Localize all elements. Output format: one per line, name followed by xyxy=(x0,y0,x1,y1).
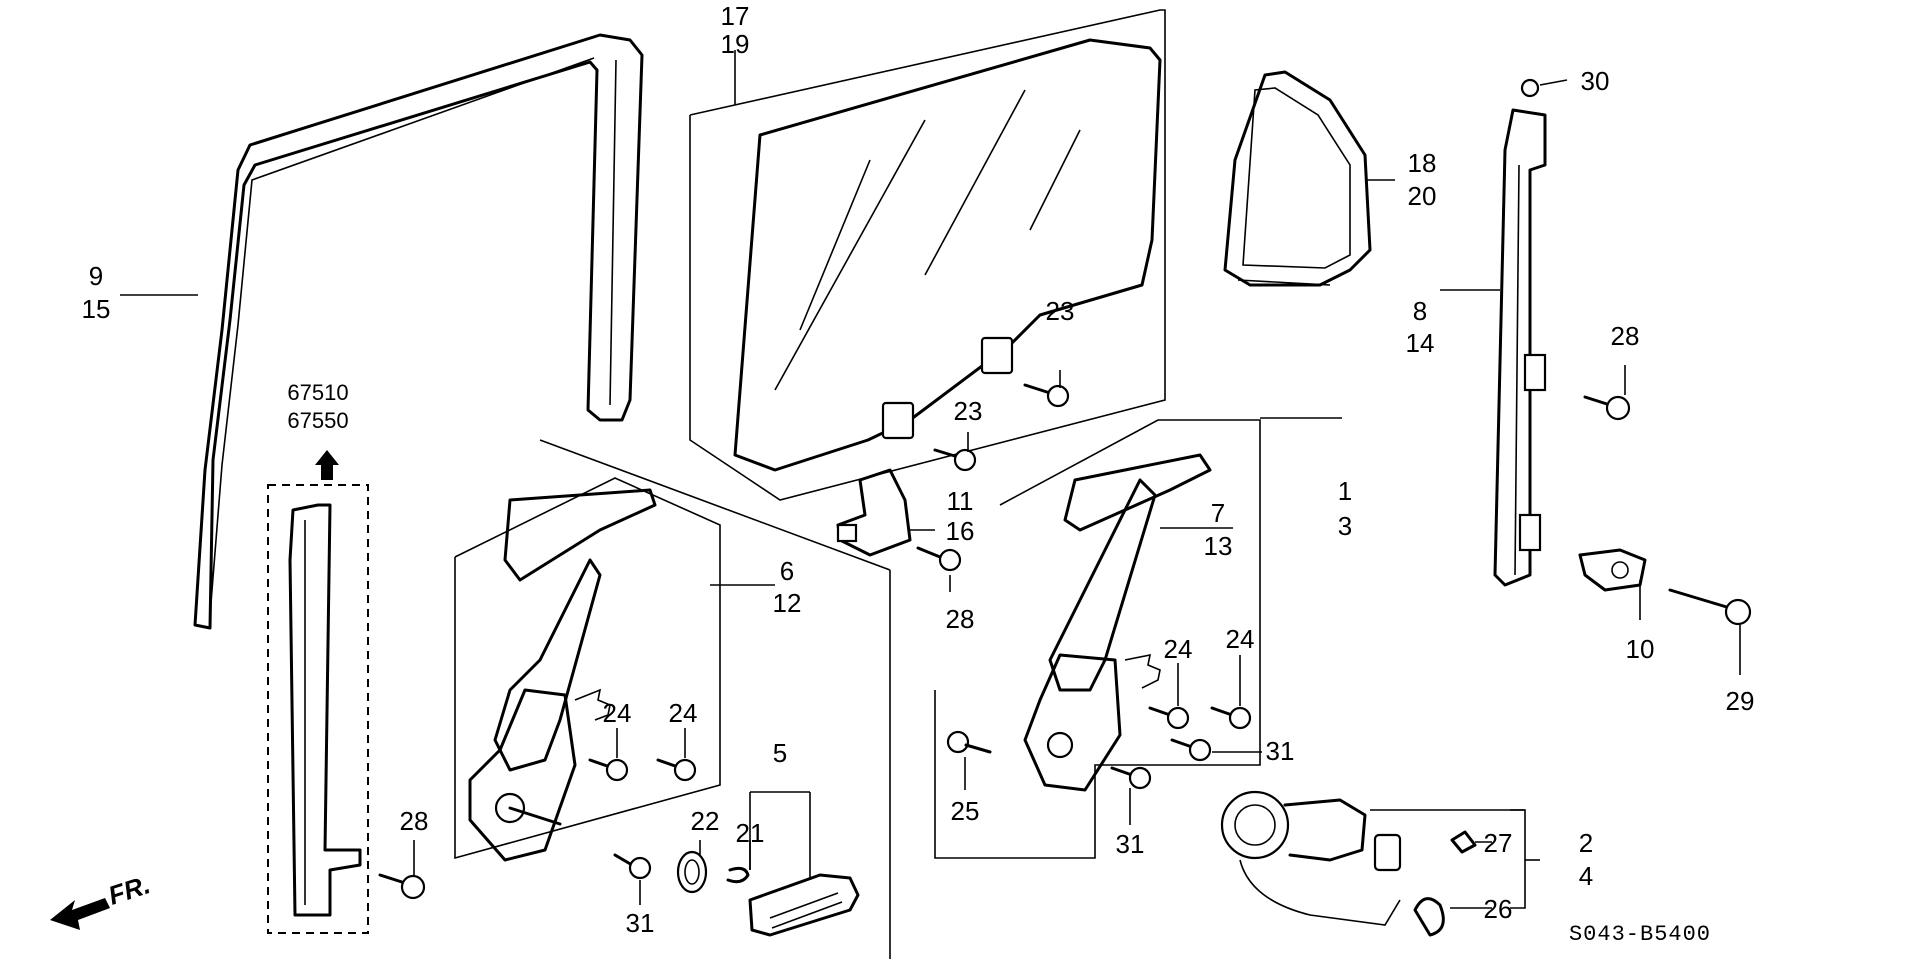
callout-27: 27 xyxy=(1484,828,1513,858)
bolt-29 xyxy=(1668,588,1752,626)
stop-bracket xyxy=(1578,548,1647,592)
callout-25: 25 xyxy=(951,796,980,826)
door-run-channel xyxy=(193,33,644,630)
callout-12: 12 xyxy=(773,588,802,618)
quarter-glass xyxy=(1223,70,1372,287)
section-divider-lines xyxy=(454,9,1261,959)
leader-lines xyxy=(120,50,1741,909)
ref-67510: 67510 xyxy=(287,380,348,405)
front-label: FR. xyxy=(105,869,154,910)
callout-28-right: 28 xyxy=(1611,321,1640,351)
ref-67550: 67550 xyxy=(287,408,348,433)
bolt-24-front-a xyxy=(588,758,629,782)
callout-14: 14 xyxy=(1406,328,1435,358)
rear-window-regulator xyxy=(1023,453,1212,792)
callout-8: 8 xyxy=(1413,296,1427,326)
door-glass xyxy=(733,38,1162,472)
callout-9: 9 xyxy=(89,261,103,291)
bolt-31-right xyxy=(1170,738,1212,762)
bolts xyxy=(378,78,1752,937)
callout-30: 30 xyxy=(1581,66,1610,96)
callout-24-rear-b: 24 xyxy=(1226,624,1255,654)
callout-6: 6 xyxy=(780,556,794,586)
bolt-23-lower xyxy=(933,448,977,472)
front-window-regulator xyxy=(468,488,657,862)
callout-4: 4 xyxy=(1579,861,1593,891)
callout-20: 20 xyxy=(1408,181,1437,211)
callout-28-left: 28 xyxy=(400,806,429,836)
screw-30 xyxy=(1520,78,1540,98)
callout-24-front-a: 24 xyxy=(603,698,632,728)
bolt-24-rear-b xyxy=(1210,706,1252,730)
callout-23-lower: 23 xyxy=(954,396,983,426)
callout-17: 17 xyxy=(721,1,750,31)
division-channel-assembly xyxy=(267,450,369,934)
callout-31-right: 31 xyxy=(1266,736,1295,766)
callout-11: 11 xyxy=(947,486,974,516)
callout-10: 10 xyxy=(1626,634,1655,664)
callout-31-left: 31 xyxy=(626,908,655,938)
callout-22: 22 xyxy=(691,806,720,836)
callout-24-rear-a: 24 xyxy=(1164,634,1193,664)
callout-23-upper: 23 xyxy=(1046,296,1075,326)
bolt-31-left xyxy=(613,853,652,880)
callout-26: 26 xyxy=(1484,894,1513,924)
callout-28-center: 28 xyxy=(946,604,975,634)
diagram-code: S043-B5400 xyxy=(1569,922,1711,947)
callout-21: 21 xyxy=(736,818,765,848)
bolt-28-right xyxy=(1583,395,1631,421)
callout-labels: 9 15 67510 67550 17 19 23 23 11 16 28 18… xyxy=(82,1,1755,947)
bolt-28-left xyxy=(378,873,426,900)
rear-channel xyxy=(1493,108,1547,587)
callout-5: 5 xyxy=(773,738,787,768)
callout-2: 2 xyxy=(1579,828,1593,858)
callout-3: 3 xyxy=(1338,511,1352,541)
callout-7: 7 xyxy=(1211,498,1225,528)
clip-26 xyxy=(1413,897,1445,937)
bolt-24-rear-a xyxy=(1148,706,1190,730)
callout-19: 19 xyxy=(721,29,750,59)
callout-31-center: 31 xyxy=(1116,829,1145,859)
bolt-28-center xyxy=(916,546,962,572)
bolt-31-center xyxy=(1110,766,1152,790)
regulator-motor xyxy=(1220,790,1402,926)
front-direction-arrow: FR. xyxy=(50,869,154,930)
callout-1: 1 xyxy=(1338,476,1352,506)
bolt-25 xyxy=(946,730,992,754)
window-crank-handle xyxy=(676,850,860,937)
bolt-24-front-b xyxy=(656,758,697,782)
glass-clip xyxy=(836,468,912,557)
callout-18: 18 xyxy=(1408,148,1437,178)
callout-24-front-b: 24 xyxy=(669,698,698,728)
callout-29: 29 xyxy=(1726,686,1755,716)
callout-15: 15 xyxy=(82,294,111,324)
bolt-23-upper xyxy=(1023,383,1070,408)
clip-27 xyxy=(1450,830,1477,854)
callout-13: 13 xyxy=(1204,531,1233,561)
callout-16: 16 xyxy=(946,516,975,546)
